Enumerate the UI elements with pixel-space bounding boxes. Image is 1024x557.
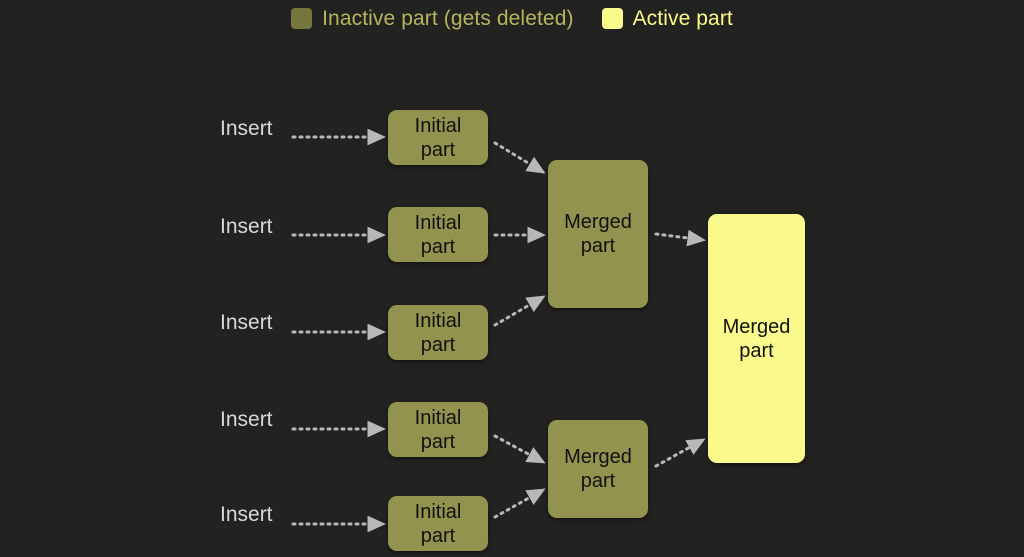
insert-label-4: Insert: [220, 408, 273, 431]
insert-label-5: Insert: [220, 503, 273, 526]
node-merged-top[interactable]: Merged part: [548, 160, 648, 308]
node-label-initial-2: Initial part: [414, 211, 462, 258]
insert-label-3: Insert: [220, 311, 273, 334]
edge-initial-5-to-merged-bottom: [493, 488, 546, 519]
node-initial-2[interactable]: Initial part: [388, 207, 488, 262]
insert-label-1: Insert: [220, 117, 273, 140]
edge-initial-4-to-merged-bottom: [493, 434, 546, 464]
edge-merged-top-to-merged-final: [654, 229, 706, 247]
node-label-merged-final: Merged part: [722, 315, 791, 362]
node-initial-4[interactable]: Initial part: [388, 402, 488, 457]
node-initial-5[interactable]: Initial part: [388, 496, 488, 551]
node-merged-final[interactable]: Merged part: [708, 214, 805, 463]
insert-label-2: Insert: [220, 215, 273, 238]
legend-swatch-active-icon: [601, 8, 623, 29]
legend-label-inactive: Inactive part (gets deleted): [322, 7, 574, 30]
node-merged-bottom[interactable]: Merged part: [548, 420, 648, 518]
edge-initial-1-to-merged-top: [493, 141, 546, 174]
node-initial-3[interactable]: Initial part: [388, 305, 488, 360]
node-initial-1[interactable]: Initial part: [388, 110, 488, 165]
legend-label-active: Active part: [632, 7, 733, 30]
node-label-initial-4: Initial part: [414, 406, 462, 453]
node-label-initial-5: Initial part: [414, 500, 462, 547]
node-label-initial-1: Initial part: [414, 114, 462, 161]
legend-swatch-inactive-icon: [291, 8, 313, 29]
node-label-merged-top: Merged part: [564, 211, 632, 257]
legend-item-inactive: Inactive part (gets deleted): [291, 8, 573, 29]
edge-merged-bottom-to-merged-final: [654, 438, 706, 468]
node-label-merged-bottom: Merged part: [564, 446, 632, 492]
edge-initial-3-to-merged-top: [493, 295, 546, 327]
node-label-initial-3: Initial part: [414, 309, 462, 356]
legend: Inactive part (gets deleted) Active part: [0, 8, 1024, 29]
legend-item-active: Active part: [601, 7, 733, 30]
